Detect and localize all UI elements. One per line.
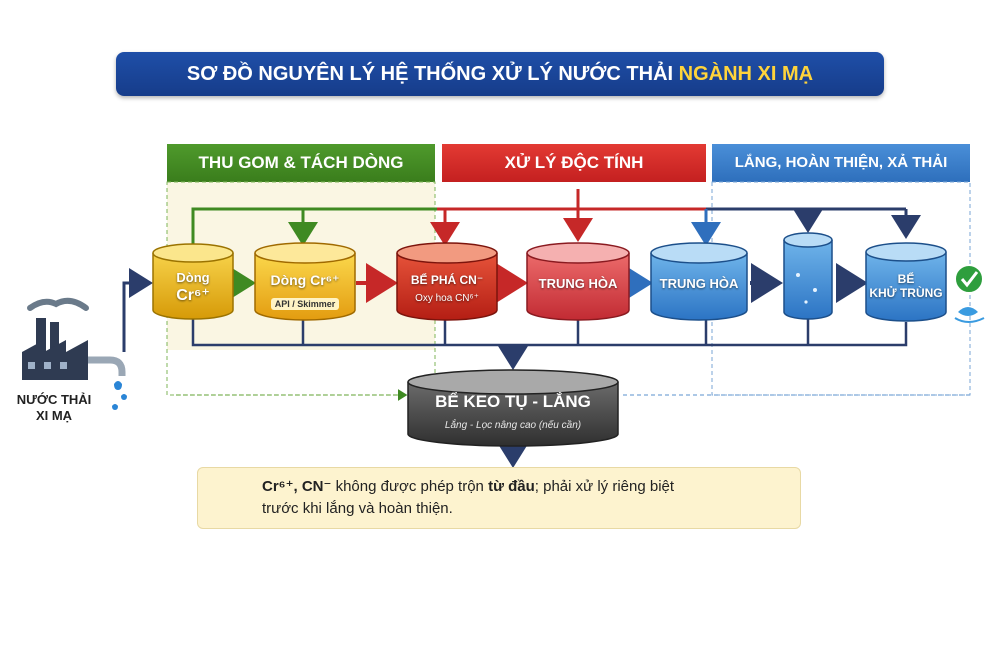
tank-cn-sub: Oxy hoa CN⁶⁺ bbox=[415, 293, 479, 304]
tank-cn-label: BỂ PHÁ CN⁻ Oxy hoa CN⁶⁺ bbox=[397, 273, 497, 304]
settling-title: BỂ KEO TỤ - LẮNG bbox=[435, 392, 591, 411]
factory-icon bbox=[22, 297, 127, 410]
tank-neutral-2-label: TRUNG HÒA bbox=[659, 276, 739, 291]
tank-disinfect-line2: KHỬ TRÙNG bbox=[869, 286, 943, 300]
tank-cn-destruction bbox=[396, 242, 498, 321]
warning-bold1: Cr⁶⁺, CN⁻ bbox=[262, 478, 332, 495]
filter-column bbox=[783, 232, 833, 320]
settling-tank bbox=[407, 369, 619, 447]
title-bar: SƠ ĐỒ NGUYÊN LÝ HỆ THỐNG XỬ LÝ NƯỚC THẢI… bbox=[116, 52, 884, 96]
tank-neutral-1-label: TRUNG HÒA bbox=[538, 276, 618, 291]
tank-cn-line1: BỂ PHÁ CN⁻ bbox=[410, 273, 484, 287]
tank-cr-stream-label: Dòng Cr⁶⁺ bbox=[153, 270, 233, 305]
tank-cr-stream bbox=[152, 243, 234, 320]
stage-finishing: LẮNG, HOÀN THIỆN, XẢ THẢI bbox=[712, 144, 970, 182]
tank-oil-stream-sub: API / Skimmer bbox=[270, 298, 340, 310]
stage-collection: THU GOM & TÁCH DÒNG bbox=[167, 144, 435, 182]
tank-neutralization-1 bbox=[526, 242, 630, 321]
tank-cr-stream-line2: Cr⁶⁺ bbox=[176, 287, 210, 304]
tank-disinfection bbox=[865, 242, 947, 322]
warning-bold2: từ đầu bbox=[488, 478, 535, 495]
warning-text2: ; phải xử lý riêng biệt bbox=[534, 478, 675, 495]
source-line2: XI MẠ bbox=[35, 408, 73, 423]
title-highlight: NGÀNH XI MẠ bbox=[678, 63, 814, 85]
settling-tank-label: BỂ KEO TỤ - LẮNG Lắng - Lọc nâng cao (nế… bbox=[410, 380, 616, 442]
warning-box bbox=[197, 467, 801, 529]
warning-text: Cr⁶⁺, CN⁻ không được phép trộn từ đầu; p… bbox=[262, 476, 782, 520]
stage-toxicity: XỬ LÝ ĐỘC TÍNH bbox=[442, 144, 706, 182]
tank-oil-stream-label: Dòng Cr⁶⁺ API / Skimmer bbox=[255, 272, 355, 310]
tank-disinfect-label: BỂ KHỬ TRÙNG bbox=[866, 272, 946, 300]
title-main: SƠ ĐỒ NGUYÊN LÝ HỆ THỐNG XỬ LÝ NƯỚC THẢI bbox=[186, 63, 674, 85]
source-line1: NƯỚC THẢI bbox=[16, 392, 92, 407]
tank-neutralization-2 bbox=[650, 242, 748, 321]
settling-sub: Lắng - Lọc nâng cao (nếu cần) bbox=[444, 420, 582, 431]
check-icon bbox=[954, 264, 984, 294]
tank-disinfect-line1: BỂ bbox=[897, 272, 915, 286]
tank-cr-stream-line1: Dòng bbox=[176, 270, 210, 285]
water-drop-icon bbox=[954, 307, 985, 323]
tank-oil-stream-line1: Dòng Cr⁶⁺ bbox=[270, 272, 340, 288]
source-label: NƯỚC THẢI XI MẠ bbox=[8, 392, 100, 424]
warning-text1: không được phép trộn bbox=[331, 478, 489, 495]
warning-line2: trước khi lắng và hoàn thiện. bbox=[262, 500, 453, 517]
